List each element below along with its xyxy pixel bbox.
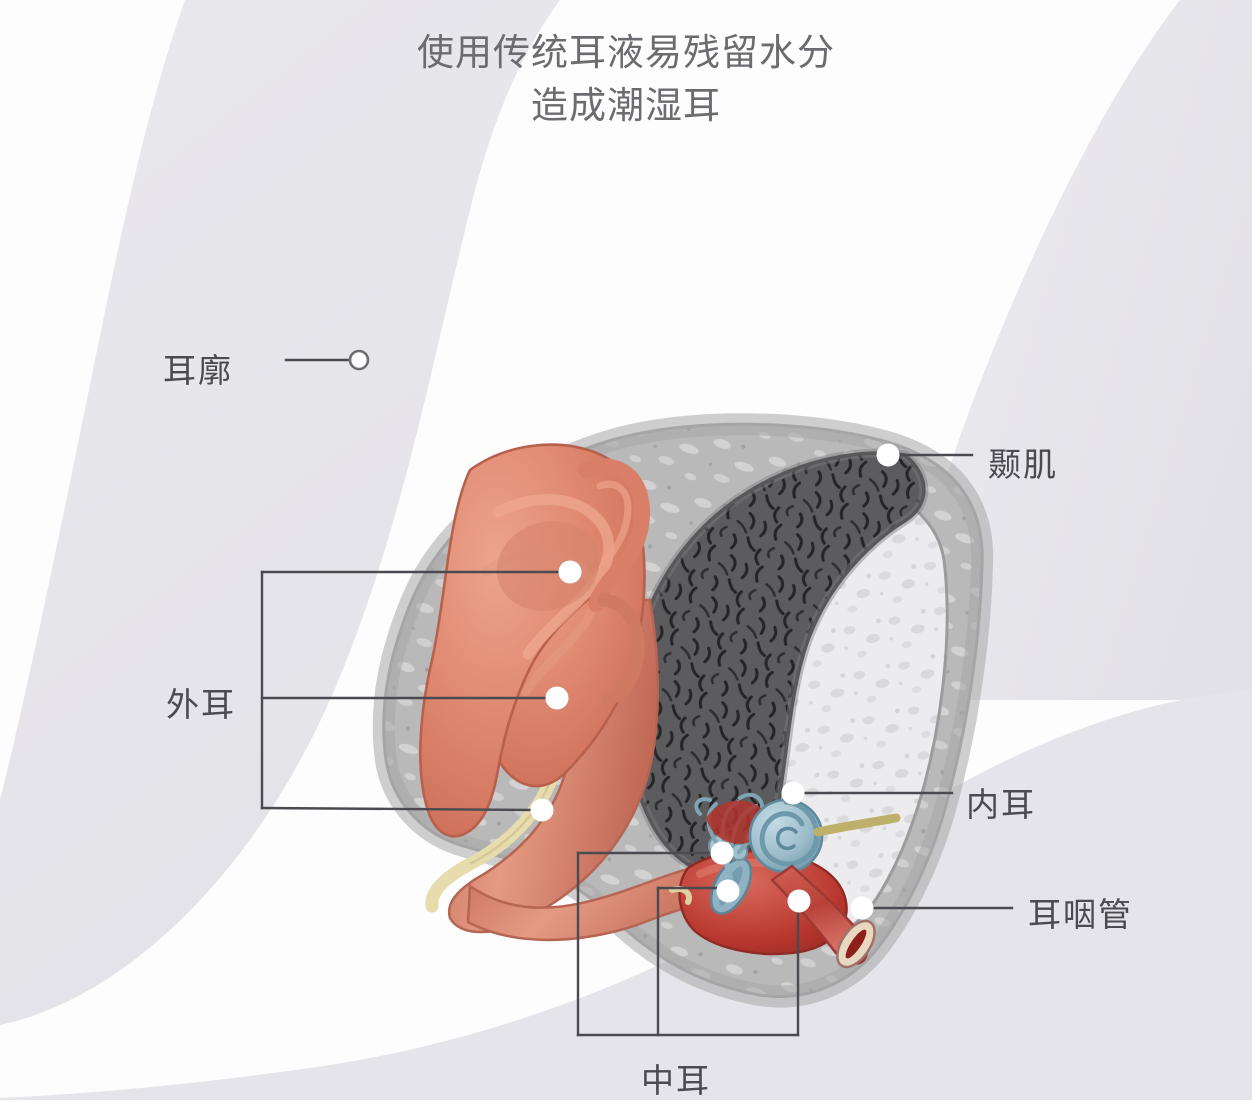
- pinna-tragus-fold: [578, 458, 650, 612]
- pinna-concha-shadow: [496, 521, 600, 611]
- marker-eustachian: [850, 896, 874, 920]
- marker-ossicles: [710, 841, 734, 865]
- marker-inner-ear: [781, 781, 805, 805]
- canal-cartilage-hook: [669, 886, 692, 905]
- pinna-tragus-highlight: [596, 480, 632, 566]
- label-temporalis: 颞肌: [988, 446, 1058, 483]
- cochlea-spiral: [759, 799, 820, 867]
- marker-tympanum: [716, 879, 740, 903]
- label-pinna: 耳廓: [163, 352, 233, 389]
- label-outer-ear: 外耳: [166, 686, 236, 723]
- marker-pinna: [348, 349, 370, 371]
- eustachian-lumen: [845, 929, 867, 959]
- label-eustachian-tube: 耳咽管: [1028, 896, 1133, 933]
- leader-ear-canal-lower: [260, 806, 540, 812]
- marker-pinna-body: [558, 560, 582, 584]
- cat-body-silhouette: [0, 690, 1252, 1100]
- cat-head-left-silhouette: [0, 0, 560, 1100]
- label-inner-ear: 内耳: [966, 786, 1036, 823]
- marker-tympanic-bulla: [787, 889, 811, 913]
- marker-temporalis: [876, 443, 900, 467]
- auditory-nerve: [813, 813, 901, 837]
- head-tissue-rim: [372, 413, 994, 1008]
- pinna-ridge-1: [492, 493, 615, 660]
- canal-loop-a: [694, 797, 712, 816]
- pinna-antitragus: [597, 593, 645, 707]
- marker-ear-canal-lower: [530, 798, 554, 822]
- incus-crus: [736, 839, 751, 855]
- label-middle-ear: 中耳: [641, 1062, 711, 1099]
- cochlea-spiral-inner: [775, 826, 798, 851]
- marker-ear-canal: [545, 686, 569, 710]
- callout-markers: [348, 349, 900, 920]
- canal-loop-b: [738, 792, 765, 812]
